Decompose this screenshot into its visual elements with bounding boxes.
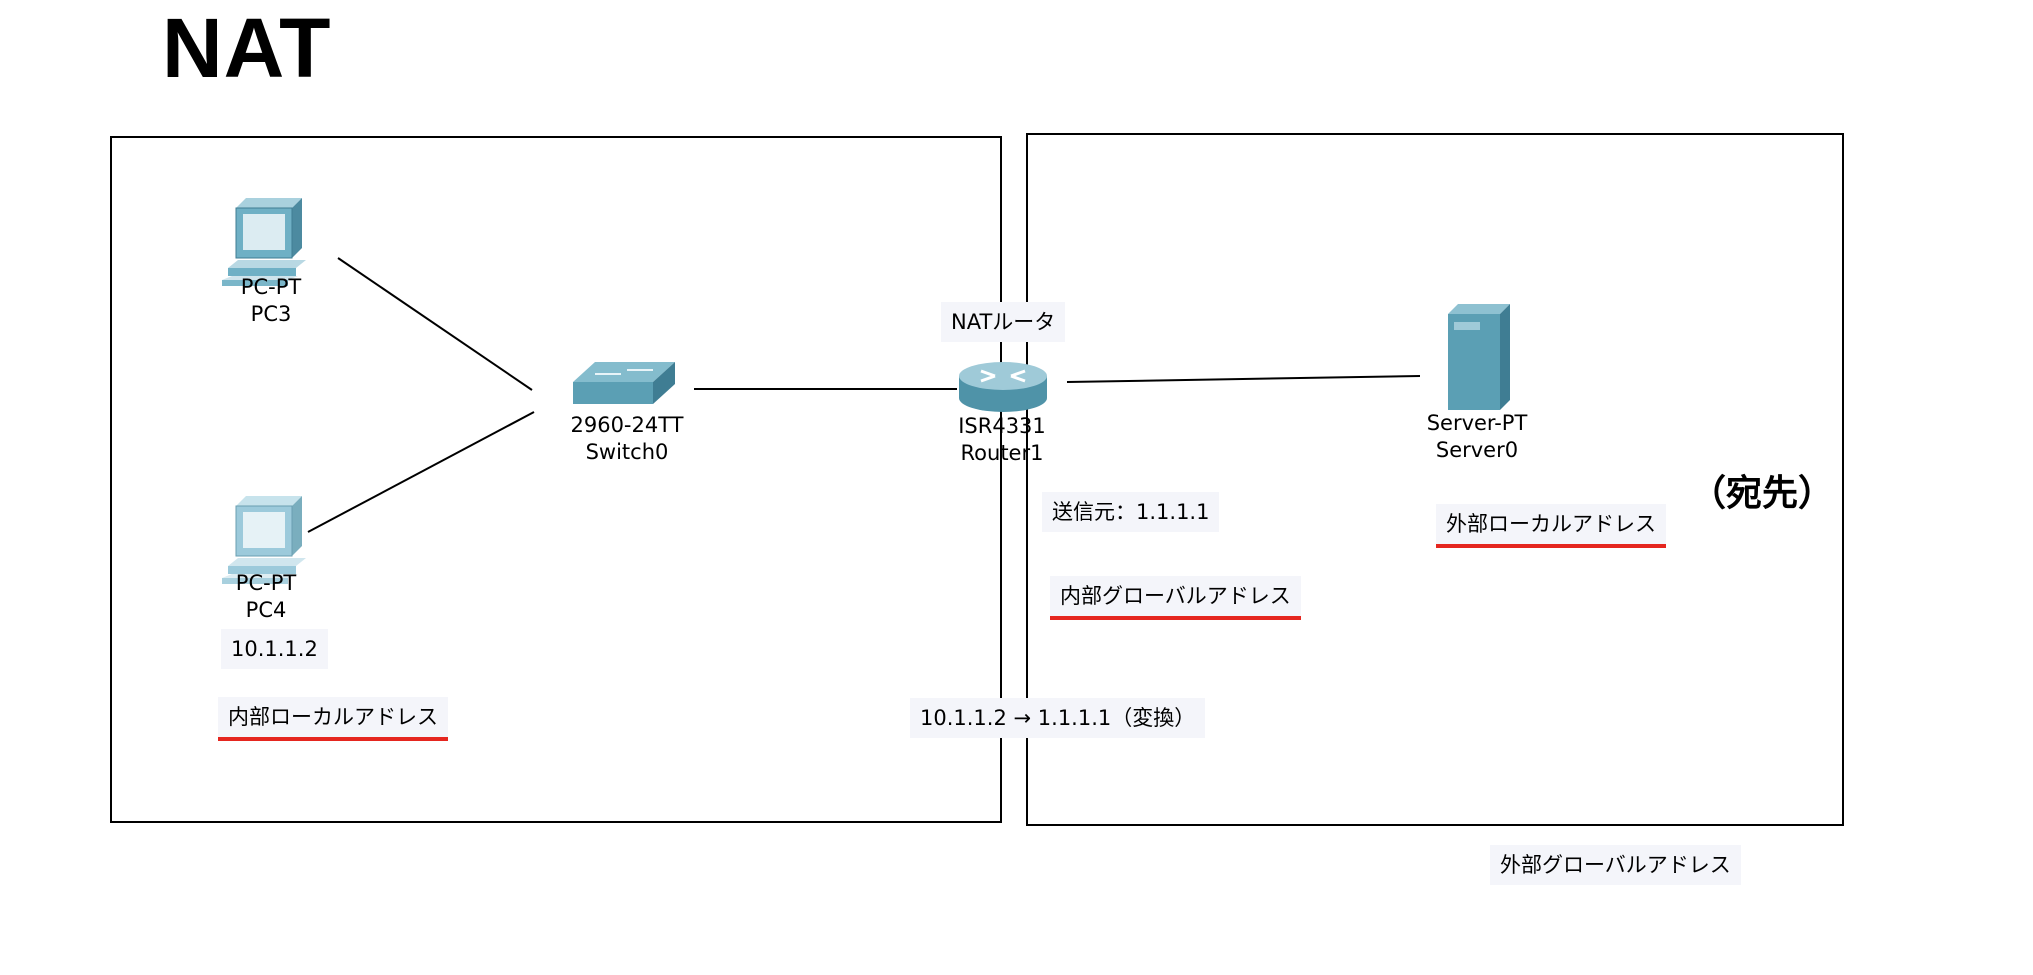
device-model: PC-PT <box>235 571 297 595</box>
outside-network-zone <box>1026 133 1844 826</box>
pc4-ip-note: 10.1.1.2 <box>221 629 328 669</box>
device-label-router1: ISR4331 Router1 <box>902 413 1102 467</box>
router-icon[interactable] <box>959 362 1047 412</box>
inside-local-note: 内部ローカルアドレス <box>218 697 448 741</box>
device-label-switch0: 2960-24TT Switch0 <box>527 412 727 466</box>
switch-icon[interactable] <box>573 362 675 404</box>
device-name: PC4 <box>245 598 287 622</box>
pc-icon[interactable] <box>222 496 306 584</box>
link-pc4-switch0 <box>307 411 535 533</box>
pc-icon[interactable] <box>222 198 306 286</box>
device-model: 2960-24TT <box>570 413 684 437</box>
device-name: Switch0 <box>585 440 669 464</box>
device-name: Router1 <box>960 441 1044 465</box>
inside-network-zone <box>110 136 1002 823</box>
inside-global-note: 内部グローバルアドレス <box>1050 576 1301 620</box>
server-icon[interactable] <box>1448 304 1510 410</box>
outside-local-note: 外部ローカルアドレス <box>1436 504 1666 548</box>
router-name-note: NATルータ <box>941 302 1066 342</box>
device-name: PC3 <box>250 302 292 326</box>
link-pc3-switch0 <box>337 257 533 391</box>
device-label-pc3: PC-PT PC3 <box>171 274 371 328</box>
destination-label: （宛先） <box>1690 473 1835 514</box>
link-router1-server0 <box>1066 375 1421 383</box>
source-note: 送信元：1.1.1.1 <box>1042 492 1220 532</box>
translation-note: 10.1.1.2 → 1.1.1.1（変換） <box>910 698 1206 738</box>
device-name: Server0 <box>1435 438 1519 462</box>
device-model: Server-PT <box>1426 411 1528 435</box>
device-model: PC-PT <box>240 275 302 299</box>
device-model: ISR4331 <box>958 414 1046 438</box>
outside-global-note: 外部グローバルアドレス <box>1490 845 1741 885</box>
device-label-server0: Server-PT Server0 <box>1377 410 1577 464</box>
device-label-pc4: PC-PT PC4 <box>166 570 366 624</box>
page-title: NAT <box>162 1 332 95</box>
